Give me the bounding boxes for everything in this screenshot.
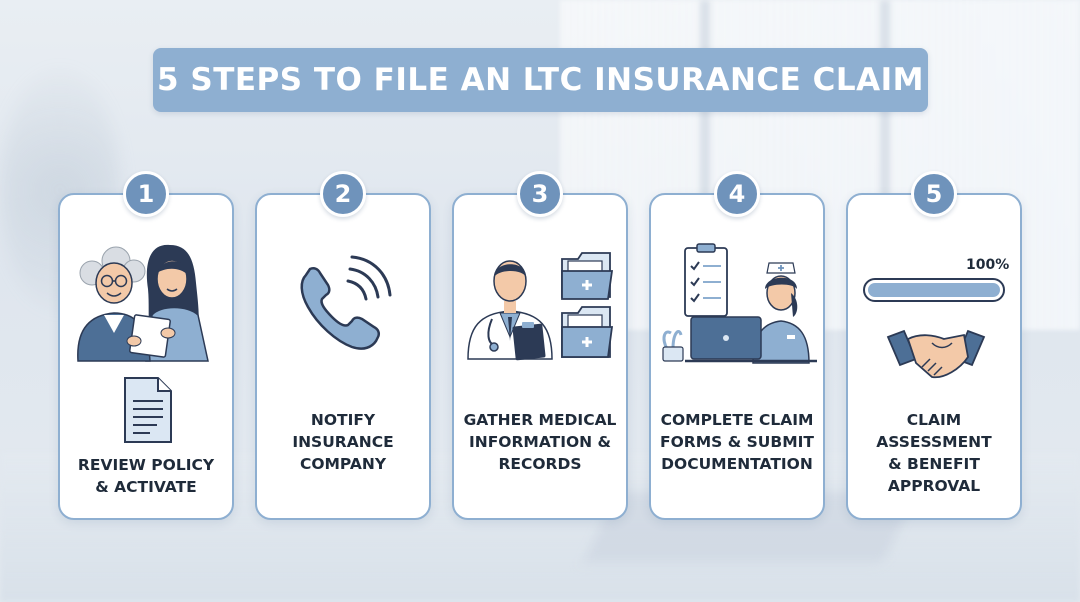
step-number-badge-4: 4 <box>714 171 760 217</box>
step-card-2: NOTIFY INSURANCE COMPANY <box>255 193 431 520</box>
handshake-icon <box>886 329 986 379</box>
progress-percent-label: 100% <box>966 257 1010 273</box>
step-label-4: COMPLETE CLAIM FORMS & SUBMIT DOCUMENTAT… <box>660 411 814 473</box>
progress-bar <box>863 278 1005 302</box>
step-number-badge-5: 5 <box>911 171 957 217</box>
progress-bar-fill <box>868 283 1000 297</box>
doctor-illustration <box>467 260 553 361</box>
phone-ringing-icon <box>300 255 392 350</box>
step-card-5: 100% CLAIM ASSESSMENT & BENEFIT APPROVAL <box>846 193 1022 520</box>
step-label-3: GATHER MEDICAL INFORMATION & RECORDS <box>463 411 617 473</box>
step-card-1: REVIEW POLICY & ACTIVATE <box>58 193 234 520</box>
background-window-frame <box>700 0 710 330</box>
step-label-1: REVIEW POLICY & ACTIVATE <box>77 456 215 496</box>
page-title: 5 STEPS TO FILE AN LTC INSURANCE CLAIM <box>157 62 924 98</box>
elderly-woman-with-caregiver-illustration <box>77 244 209 362</box>
step-card-4: COMPLETE CLAIM FORMS & SUBMIT DOCUMENTAT… <box>649 193 825 520</box>
checklist-clipboard-icon <box>684 243 728 317</box>
background-window-frame <box>880 0 890 330</box>
nurse-at-laptop-illustration <box>662 262 817 364</box>
step-label-5: CLAIM ASSESSMENT & BENEFIT APPROVAL <box>876 411 992 495</box>
step-number-badge-2: 2 <box>320 171 366 217</box>
title-banner: 5 STEPS TO FILE AN LTC INSURANCE CLAIM <box>153 48 928 112</box>
step-label-2: NOTIFY INSURANCE COMPANY <box>292 411 394 473</box>
document-icon <box>124 377 172 443</box>
medical-folder-icon <box>561 252 614 358</box>
step-card-3: GATHER MEDICAL INFORMATION & RECORDS <box>452 193 628 520</box>
step-number-badge-1: 1 <box>123 171 169 217</box>
step-number-badge-3: 3 <box>517 171 563 217</box>
